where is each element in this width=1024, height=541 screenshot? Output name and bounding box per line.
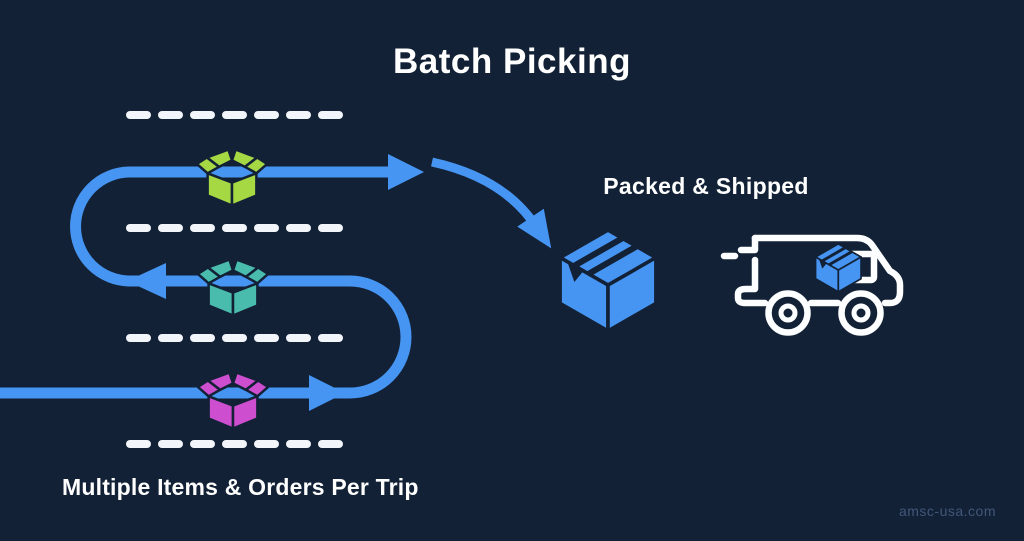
packed-shipped-label: Packed & Shipped bbox=[603, 173, 809, 199]
page-title: Batch Picking bbox=[393, 42, 631, 81]
truck-wheel bbox=[765, 290, 811, 336]
arrow-head-right-icon bbox=[388, 154, 424, 190]
serpentine-route-line bbox=[0, 166, 412, 399]
bottom-caption: Multiple Items & Orders Per Trip bbox=[62, 474, 419, 500]
packed-box-icon bbox=[557, 226, 659, 334]
arrow-head-left-icon bbox=[127, 263, 166, 299]
open-box-magenta-icon bbox=[197, 364, 269, 430]
route-to-packing-arrow bbox=[431, 157, 541, 231]
swoosh-arrow-head-icon bbox=[517, 208, 552, 249]
open-box-green-icon bbox=[196, 141, 268, 207]
delivery-truck-icon bbox=[720, 234, 904, 336]
arrow-head-right-icon bbox=[309, 375, 345, 411]
open-box-teal-icon bbox=[197, 251, 269, 317]
truck-wheel bbox=[838, 290, 884, 336]
watermark: amsc-usa.com bbox=[898, 503, 996, 519]
